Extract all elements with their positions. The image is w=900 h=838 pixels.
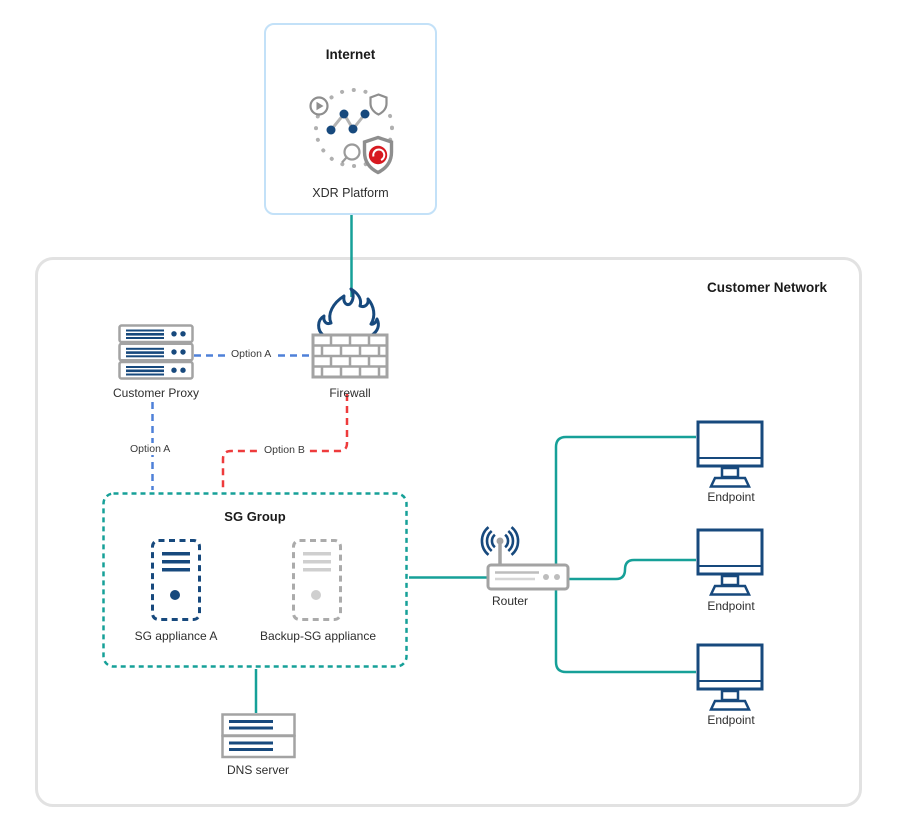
- customer-proxy-icon: [118, 324, 194, 380]
- shield-outline-icon: [369, 93, 388, 116]
- firewall-sggroup-optionb-link: [221, 394, 349, 490]
- endpoint-2-icon: [696, 528, 764, 596]
- xdr-platform-label: XDR Platform: [312, 186, 389, 200]
- endpoint-3-label: Endpoint: [707, 713, 755, 727]
- wifi-waves: [480, 526, 520, 556]
- dns-server-icon: [221, 713, 296, 759]
- sg-group-box: SG Group SG appliance A Backup-SG applia…: [102, 492, 408, 668]
- router-endpoint1-endpoint3-trunk: [554, 435, 696, 674]
- trend-micro-shield-icon: [362, 135, 394, 175]
- brick-wall: [311, 333, 389, 379]
- endpoint-2-label: Endpoint: [707, 599, 755, 613]
- sg-group-title: SG Group: [224, 509, 286, 524]
- customer-network-label: Customer Network: [706, 280, 827, 295]
- sg-appliance-a-label: SG appliance A: [134, 629, 218, 643]
- sg-group-border: [102, 492, 408, 668]
- router-icon: [480, 526, 570, 591]
- backup-sg-appliance-icon: [292, 539, 342, 621]
- endpoint-1-icon: [696, 420, 764, 488]
- dotted-ring: [314, 88, 394, 168]
- network-graph-icon: [326, 109, 370, 135]
- customer-proxy-label: Customer Proxy: [112, 386, 200, 400]
- firewall-label: Firewall: [329, 386, 371, 400]
- magnifier-icon: [341, 143, 361, 164]
- endpoint-3-icon: [696, 643, 764, 711]
- sg-appliance-a-icon: [151, 539, 201, 621]
- router-endpoint2-link: [568, 558, 696, 581]
- flame-shape: [317, 287, 380, 337]
- option-a-vertical-label: Option A: [127, 443, 174, 455]
- firewall-icon: [311, 287, 389, 379]
- xdr-platform-icon: [309, 88, 394, 175]
- play-icon: [309, 96, 329, 116]
- option-b-label: Option B: [261, 444, 308, 456]
- internet-box: Internet: [264, 23, 437, 215]
- endpoint-1-label: Endpoint: [707, 490, 755, 504]
- dns-server-label: DNS server: [226, 763, 289, 777]
- backup-sg-appliance-label: Backup-SG appliance: [259, 629, 377, 643]
- option-a-horizontal-label: Option A: [228, 348, 275, 360]
- router-label: Router: [491, 594, 529, 608]
- internet-title: Internet: [325, 47, 376, 62]
